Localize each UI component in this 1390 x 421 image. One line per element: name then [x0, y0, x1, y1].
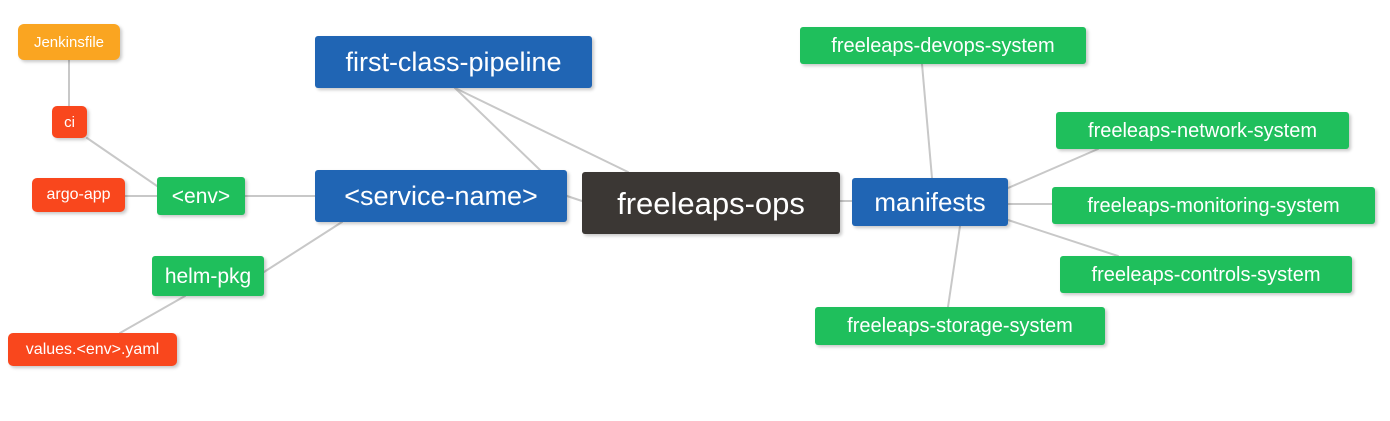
- mindmap-node-freeleaps-network-system[interactable]: freeleaps-network-system: [1056, 112, 1349, 149]
- mindmap-node-label: Jenkinsfile: [33, 33, 105, 51]
- mindmap-node-label: freeleaps-controls-system: [1091, 263, 1321, 286]
- mindmap-node-label: <env>: [171, 184, 231, 208]
- mindmap-node-argo-app[interactable]: argo-app: [32, 178, 125, 212]
- mindmap-node-freeleaps-storage-system[interactable]: freeleaps-storage-system: [815, 307, 1105, 345]
- mindmap-node-manifests[interactable]: manifests: [852, 178, 1008, 226]
- mindmap-edge-helm-pkg-to-values-env-yaml: [119, 295, 186, 334]
- mindmap-node-helm-pkg[interactable]: helm-pkg: [152, 256, 264, 296]
- mindmap-node-label: freeleaps-devops-system: [831, 34, 1055, 57]
- mindmap-node-label: argo-app: [46, 186, 111, 203]
- mindmap-node-ci[interactable]: ci: [52, 106, 87, 138]
- mindmap-node-label: <service-name>: [344, 180, 538, 211]
- mindmap-node-freeleaps-monitoring-system[interactable]: freeleaps-monitoring-system: [1052, 187, 1375, 224]
- mindmap-node-values-env-yaml[interactable]: values.<env>.yaml: [8, 333, 177, 366]
- mindmap-node-label: freeleaps-monitoring-system: [1087, 194, 1340, 217]
- mindmap-edge-manifests-to-freeleaps-network-system: [1007, 148, 1099, 189]
- mindmap-node-label: values.<env>.yaml: [25, 340, 160, 358]
- mindmap-node-service-name[interactable]: <service-name>: [315, 170, 567, 222]
- mindmap-edge-manifests-to-freeleaps-controls-system: [1007, 219, 1119, 257]
- mindmap-node-label: freeleaps-network-system: [1088, 119, 1317, 142]
- mindmap-node-label: helm-pkg: [164, 264, 252, 288]
- mindmap-node-label: freeleaps-ops: [617, 185, 805, 221]
- mindmap-node-label: freeleaps-storage-system: [847, 315, 1073, 337]
- mindmap-node-label: manifests: [874, 187, 986, 217]
- mindmap-edge-service-name-to-freeleaps-ops: [566, 195, 583, 202]
- mindmap-node-label: first-class-pipeline: [345, 46, 562, 77]
- mindmap-edge-manifests-to-freeleaps-devops-system: [921, 63, 933, 179]
- mindmap-node-label: ci: [64, 113, 75, 131]
- mindmap-node-jenkinsfile[interactable]: Jenkinsfile: [18, 24, 120, 60]
- mindmap-node-freeleaps-controls-system[interactable]: freeleaps-controls-system: [1060, 256, 1352, 293]
- mindmap-edge-service-name-to-helm-pkg: [263, 221, 343, 273]
- mindmap-edge-manifests-to-freeleaps-storage-system: [947, 225, 961, 308]
- mindmap-node-freeleaps-ops[interactable]: freeleaps-ops: [582, 172, 840, 234]
- mindmap-node-first-class-pipeline[interactable]: first-class-pipeline: [315, 36, 592, 88]
- mindmap-node-freeleaps-devops-system[interactable]: freeleaps-devops-system: [800, 27, 1086, 64]
- mindmap-edge-first-class-pipeline-to-freeleaps-ops: [454, 87, 629, 173]
- mindmap-node-env[interactable]: <env>: [157, 177, 245, 215]
